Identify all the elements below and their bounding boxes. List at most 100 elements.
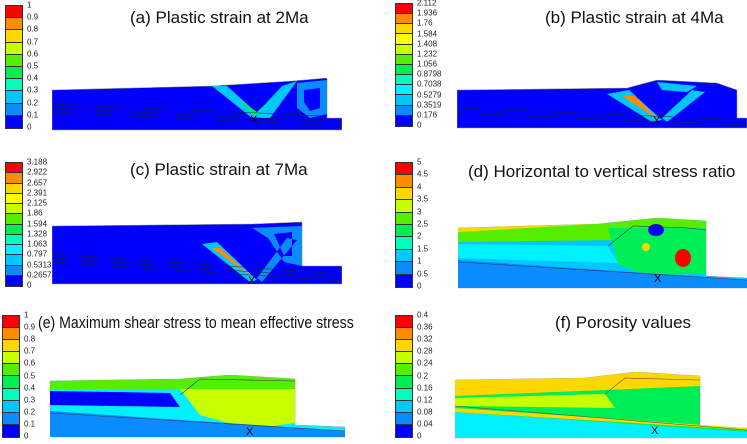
panel-b-marker: X [653, 115, 661, 127]
colorbar-segment [396, 400, 412, 413]
colorbar-segment [3, 412, 19, 425]
colorbar-segment [3, 424, 19, 437]
colorbar-segment [6, 54, 22, 67]
colorbar-segment [6, 42, 22, 55]
colorbar-tick-label: 0 [27, 122, 32, 132]
colorbar-tick-label: 0.28 [417, 346, 433, 356]
colorbar-tick-label: 0.8 [24, 334, 36, 344]
colorbar-segment [3, 340, 19, 353]
colorbar-tick-label: 3 [417, 207, 422, 217]
colorbar-segment [396, 34, 412, 45]
colorbar-segment [396, 115, 412, 126]
colorbar-tick-label: 1 [27, 0, 32, 10]
colorbar-tick-label: 0.3519 [417, 100, 442, 110]
colorbar-segment [6, 193, 22, 204]
colorbar-segment [6, 255, 22, 266]
panel-e-marker: X [246, 426, 254, 438]
colorbar-segment [6, 204, 22, 215]
colorbar-tick-label: 0.797 [27, 249, 48, 259]
colorbar-tick-label: 2 [417, 231, 422, 241]
colorbar-tick-label: 0 [417, 120, 422, 130]
colorbar-segment [396, 95, 412, 106]
colorbar-tick-label: 0.8798 [417, 69, 442, 79]
colorbar-tick-label: 1.594 [27, 219, 48, 228]
colorbar-segment [6, 173, 22, 184]
colorbar-tick-label: 0.5 [417, 269, 429, 279]
colorbar-segment [396, 212, 412, 225]
colorbar-segment [396, 14, 412, 25]
colorbar-segment [396, 54, 412, 65]
colorbar-tick-label: 0.9 [27, 12, 39, 22]
colorbar-tick-label: 0.4 [417, 310, 429, 320]
panel-c-marker: X [248, 275, 256, 287]
colorbar-tick-label: 0.04 [417, 419, 433, 429]
colorbar-segment [3, 316, 19, 329]
colorbar-tick-label: 0 [417, 281, 422, 291]
colorbar-tick-label: 0.3 [27, 85, 39, 95]
colorbar-tick-label: 0.9 [24, 322, 36, 332]
colorbar-segment [396, 24, 412, 35]
colorbar-segment [396, 200, 412, 213]
colorbar-tick-label: 1 [417, 256, 422, 266]
panel-d-plot: X [458, 218, 747, 292]
colorbar-tick-label: 0.1 [27, 110, 39, 120]
colorbar-segment [3, 328, 19, 341]
colorbar-segment [6, 224, 22, 235]
colorbar-tick-label: 0 [27, 280, 32, 290]
colorbar-segment [396, 105, 412, 116]
colorbar-tick-label: 0.5 [24, 371, 36, 380]
colorbar-segment [396, 274, 412, 287]
colorbar-segment [6, 115, 22, 128]
panel-f-title: (f) Porosity values [555, 313, 692, 332]
colorbar-tick-label: 1.86 [27, 208, 43, 218]
colorbar-segment [3, 376, 19, 389]
colorbar-tick-label: 0.5 [27, 61, 39, 71]
colorbar-tick-label: 0.6 [24, 358, 36, 368]
colorbar-segment [396, 163, 412, 176]
colorbar-tick-label: 0.176 [417, 110, 438, 120]
colorbar [2, 315, 20, 438]
colorbar [5, 5, 23, 129]
colorbar [395, 315, 413, 438]
colorbar-tick-label: 4.5 [417, 169, 429, 179]
colorbar-tick-label: 0.6 [27, 49, 39, 59]
colorbar-tick-label: 1.232 [417, 49, 438, 59]
colorbar-segment [3, 364, 19, 377]
colorbar-segment [396, 352, 412, 365]
colorbar [395, 3, 413, 127]
panel-e-title: (e) Maximum shear stress to mean effecti… [38, 313, 354, 332]
colorbar-segment [6, 163, 22, 174]
colorbar-tick-label: 1.328 [27, 229, 48, 239]
colorbar-tick-label: 0.7 [27, 37, 39, 47]
panel-d-title: (d) Horizontal to vertical stress ratio [468, 162, 736, 181]
colorbar-tick-label: 2.125 [27, 198, 48, 208]
colorbar-tick-label: 0.2 [417, 371, 429, 380]
panel-c-title: (c) Plastic strain at 7Ma [130, 160, 308, 179]
colorbar-tick-label: 1.063 [27, 239, 48, 249]
colorbar-tick-label: 1.584 [417, 29, 438, 38]
panel-f-plot: X [455, 372, 747, 439]
colorbar-tick-label: 0.2 [24, 407, 36, 417]
colorbar-tick-label: 1 [24, 310, 29, 320]
colorbar-tick-label: 0.8 [27, 24, 39, 34]
colorbar-segment [6, 91, 22, 104]
colorbar-tick-label: 0.7 [24, 346, 36, 356]
colorbar-segment [6, 103, 22, 116]
colorbar-segment [6, 214, 22, 225]
colorbar-segment [396, 75, 412, 86]
colorbar-tick-label: 0 [417, 431, 422, 441]
panel-d-marker: X [654, 273, 662, 285]
colorbar-segment [6, 265, 22, 276]
panel-c-plot: X [52, 218, 342, 288]
colorbar-tick-label: 0.2 [27, 98, 39, 108]
colorbar-tick-label: 2.657 [27, 178, 48, 187]
colorbar-tick-label: 0.36 [417, 322, 433, 332]
colorbar-segment [6, 66, 22, 80]
colorbar-tick-label: 1.76 [417, 18, 433, 28]
colorbar-segment [6, 245, 22, 256]
colorbar-segment [396, 412, 412, 425]
colorbar-tick-label: 0.12 [417, 395, 433, 405]
colorbar-tick-label: 0.08 [417, 407, 433, 417]
colorbar-tick-label: 1.408 [417, 39, 438, 49]
panel-e-plot: X [50, 375, 345, 439]
